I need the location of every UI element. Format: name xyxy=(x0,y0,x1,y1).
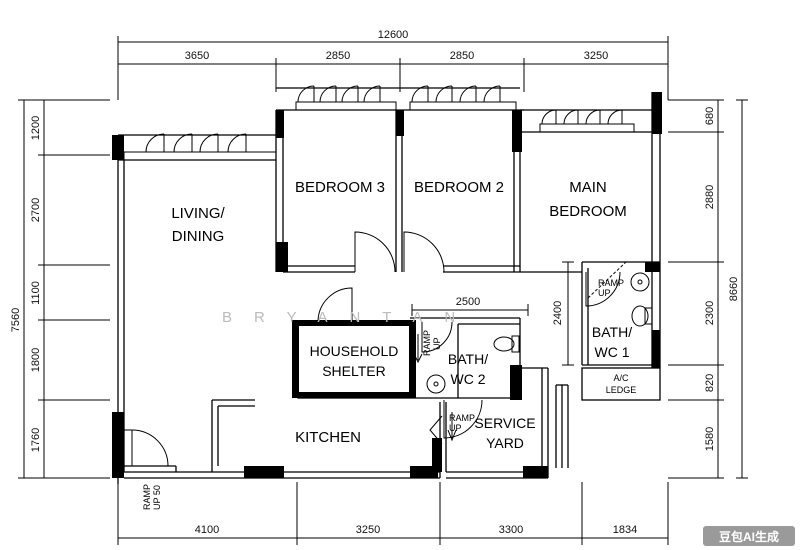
dim-bottom-2: 3250 xyxy=(356,524,380,536)
dim-top-2: 2850 xyxy=(326,50,350,62)
room-label-yard: YARD xyxy=(486,435,524,451)
dim-left-2: 2700 xyxy=(30,198,42,222)
structural-columns xyxy=(112,92,662,478)
fixtures xyxy=(426,261,653,394)
room-label-ledge: LEDGE xyxy=(606,385,637,395)
dim-bottom-4: 1834 xyxy=(613,524,637,536)
room-label-living: LIVING/ xyxy=(171,205,225,222)
dim-left-3: 1100 xyxy=(30,281,42,305)
room-label-main: MAIN xyxy=(569,179,607,196)
dim-right-2: 2880 xyxy=(704,185,716,209)
room-label-ac: A/C xyxy=(613,373,629,383)
ramp-up-label-entrance: UP 50 xyxy=(152,485,162,510)
ramp-label-bath-2: RAMP xyxy=(422,330,432,356)
dim-left-4: 1800 xyxy=(30,348,42,372)
room-label-service: SERVICE xyxy=(474,415,535,431)
logo-badge xyxy=(703,526,795,546)
dim-top-3: 2850 xyxy=(450,50,474,62)
dim-left-total: 7560 xyxy=(10,308,22,332)
room-label-main-bedroom: BEDROOM xyxy=(549,203,627,220)
dim-right-5: 1580 xyxy=(704,427,716,451)
dim-top-4: 3250 xyxy=(584,50,608,62)
windows xyxy=(123,85,635,161)
logo-text: 豆包AI生成 xyxy=(719,529,779,544)
dim-bottom-1: 4100 xyxy=(195,524,219,536)
room-label-bath-1: BATH/ xyxy=(592,324,632,340)
dim-right-3: 2300 xyxy=(704,301,716,325)
dim-inner-2500: 2500 xyxy=(456,296,480,308)
dimension-lines xyxy=(18,36,748,545)
room-label-dining: DINING xyxy=(172,228,225,245)
dim-top-1: 3650 xyxy=(185,50,209,62)
ramp-up-label-service: UP xyxy=(449,423,462,433)
dim-left-1: 1200 xyxy=(30,116,42,140)
dim-right-total: 8660 xyxy=(728,277,740,301)
room-label-kitchen: KITCHEN xyxy=(295,429,361,446)
walls xyxy=(117,87,661,484)
room-label-bath-2: BATH/ xyxy=(448,351,488,367)
ramp-up-label-bath-2: UP xyxy=(432,337,442,350)
doors xyxy=(124,231,621,467)
ramp-up-label-bath-1: UP xyxy=(598,288,611,298)
ramp-label-service: RAMP xyxy=(449,413,475,423)
dim-inner-2400: 2400 xyxy=(552,301,564,325)
ramp-label-entrance: RAMP xyxy=(142,484,152,510)
ramp-arrows xyxy=(413,334,457,445)
room-label-bedroom-3: BEDROOM 3 xyxy=(295,179,385,196)
dim-right-4: 820 xyxy=(704,374,716,392)
dim-bottom-3: 3300 xyxy=(499,524,523,536)
room-label-bedroom-2: BEDROOM 2 xyxy=(414,179,504,196)
dim-right-1: 680 xyxy=(704,107,716,125)
room-label-shelter: SHELTER xyxy=(322,363,386,379)
dim-left-5: 1760 xyxy=(30,428,42,452)
watermark: BRYANTAN xyxy=(222,309,477,326)
room-label-wc-2: WC 2 xyxy=(451,371,486,387)
room-label-household: HOUSEHOLD xyxy=(310,343,399,359)
room-label-wc-1: WC 1 xyxy=(595,344,630,360)
ramp-label-bath-1: RAMP xyxy=(598,278,624,288)
dim-top-total: 12600 xyxy=(378,29,409,41)
